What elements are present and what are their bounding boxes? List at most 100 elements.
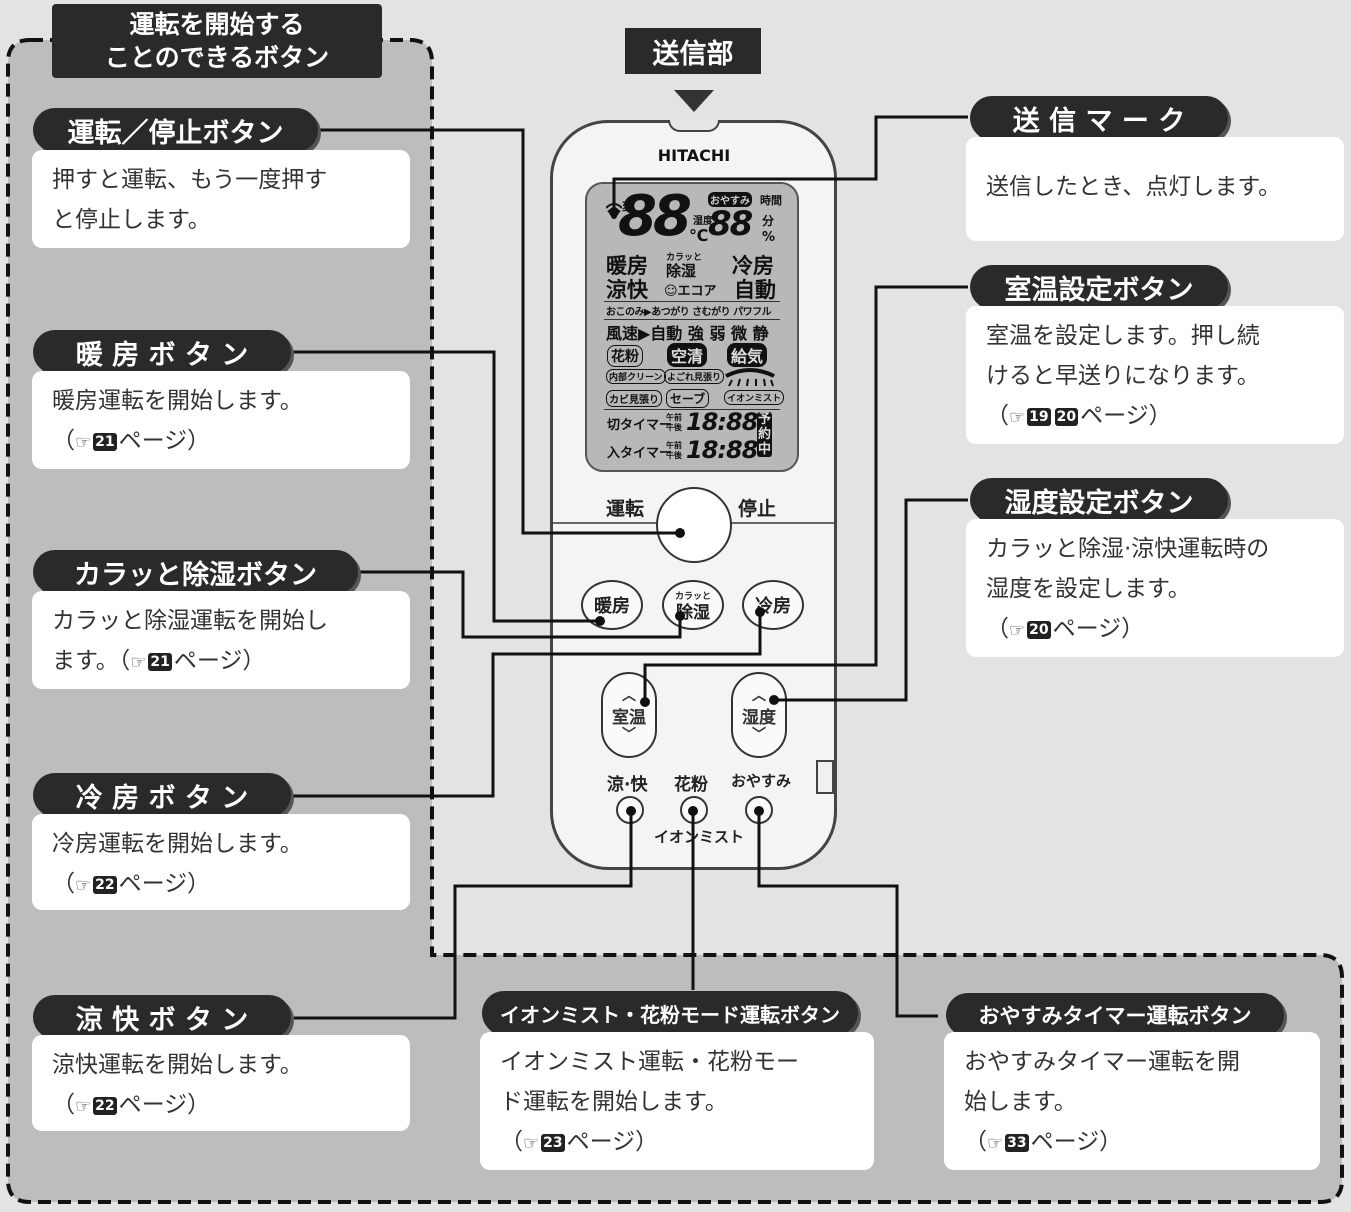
pointing-hand-icon: ☞ — [75, 432, 92, 453]
lcd-clock-1: 18:88 — [686, 408, 758, 436]
lcd-kiri-timer: 切タイマー — [607, 418, 673, 433]
run-stop-button[interactable] — [656, 487, 732, 563]
callout-desc-soushin: 送信したとき、点灯します。 — [966, 137, 1344, 241]
lcd-kyuuki: 給気 — [727, 343, 768, 367]
callout-title-ion-kafun: イオンミスト・花粉モード運転ボタン — [482, 991, 858, 1035]
lcd-temp-digits: 88 — [618, 184, 692, 249]
remote-label-unten: 運転 — [606, 498, 645, 520]
lcd-kafun: 花粉 — [607, 345, 643, 367]
lcd-shitsudo: 湿度 — [693, 216, 713, 227]
pointing-hand-icon: ☞ — [523, 1133, 540, 1154]
page-ref-badge: 21 — [148, 652, 172, 671]
lcd-yoyaku: 予約中 — [757, 412, 772, 457]
remote-label-teishi: 停止 — [738, 498, 777, 520]
chevron-up-icon: ︿ — [752, 687, 766, 704]
lcd-divider-3 — [604, 409, 780, 410]
page-ref-badge: 21 — [93, 432, 117, 451]
pointing-hand-icon: ☞ — [75, 875, 92, 896]
lcd-iri-timer: 入タイマー — [607, 446, 673, 461]
lcd-fun: 分 — [762, 214, 775, 228]
lcd-yogore: よごれ見張り — [664, 369, 725, 384]
lcd-display — [585, 182, 799, 472]
lcd-jikan: 時間 — [760, 194, 782, 207]
lcd-gogo-1: 午後 — [666, 423, 682, 432]
lcd-jidou: 自動 — [734, 278, 776, 302]
callout-title-reibou: 冷 房 ボ タ ン — [33, 773, 291, 817]
callout-title-shitsuon: 室温設定ボタン — [970, 265, 1228, 309]
lcd-henkou: 変 — [622, 200, 633, 213]
page-ref-badge: 22 — [93, 1096, 117, 1115]
start-group-title-line1: 運転を開始する — [129, 10, 305, 39]
lcd-save: セーブ — [666, 389, 710, 408]
callout-title-shitsudo: 湿度設定ボタン — [970, 478, 1228, 522]
lcd-danbou: 暖房 — [606, 254, 648, 278]
pointing-hand-icon: ☞ — [130, 652, 147, 673]
lcd-clock-2: 18:88 — [686, 436, 758, 464]
lcd-okonomi: おこのみ▶あつがり さむがり パワフル — [606, 307, 772, 318]
lcd-kabi: カビ見張り — [606, 390, 662, 407]
chevron-up-icon: ︿ — [622, 687, 636, 704]
pointing-hand-icon: ☞ — [1009, 620, 1026, 641]
callout-title-ryoukai: 涼 快 ボ タ ン — [33, 995, 291, 1039]
page-ref-badge: 23 — [541, 1133, 565, 1152]
page-ref-badge: 33 — [1005, 1133, 1029, 1152]
callout-title-karatto: カラッと除湿ボタン — [33, 550, 358, 594]
page-ref-badge: 19 — [1027, 407, 1051, 426]
lcd-temp-unit: ℃ — [689, 226, 709, 245]
lcd-oyasumi: おやすみ — [708, 192, 752, 207]
remote-label-ryoukai: 涼·快 — [607, 775, 648, 795]
room-temp-rocker[interactable]: ︿ 室温 ﹀ — [601, 672, 657, 758]
lcd-joshitsu: 除湿 — [666, 262, 697, 280]
lcd-divider-1 — [604, 301, 780, 302]
remote-label-oyasumi: おやすみ — [731, 772, 792, 790]
lcd-gozen-2: 午前 — [666, 441, 682, 450]
callout-title-danbou: 暖 房 ボ タ ン — [33, 330, 291, 374]
lcd-divider-2 — [604, 319, 780, 320]
pointing-hand-icon: ☞ — [75, 1096, 92, 1117]
lcd-gozen-1: 午前 — [666, 413, 682, 422]
remote-danbou-button[interactable]: 暖房 — [581, 580, 643, 630]
lcd-reibou: 冷房 — [732, 254, 774, 278]
page-ref-badge: 22 — [93, 875, 117, 894]
lcd-humidity-digits: 88 — [708, 204, 753, 244]
callout-title-unten-teishi: 運転／停止ボタン — [33, 108, 318, 152]
lcd-fusoku: 風速▶自動 強 弱 微 静 — [606, 324, 769, 343]
lcd-ecofea: ☺エコア — [664, 284, 717, 299]
start-group-title: 運転を開始する ことのできるボタン — [52, 4, 382, 78]
chevron-down-icon: ﹀ — [622, 726, 636, 743]
humidity-rocker[interactable]: ︿ 湿度 ﹀ — [731, 672, 787, 758]
remote-side-tab — [816, 760, 834, 794]
callout-title-oyasumi: おやすみタイマー運転ボタン — [946, 993, 1284, 1037]
lcd-ryoukai: 涼快 — [606, 278, 648, 302]
transmitter-label: 送信部 — [625, 28, 761, 74]
callout-title-soushin: 送 信 マ ー ク — [970, 96, 1228, 140]
lcd-percent: % — [762, 230, 776, 245]
lcd-ion: イオンミスト — [724, 390, 785, 405]
lcd-karatto: カラッと — [666, 253, 703, 263]
start-group-title-line2: ことのできるボタン — [104, 43, 330, 72]
lcd-kuusei: 空清 — [667, 343, 708, 367]
pointing-hand-icon: ☞ — [1009, 407, 1026, 428]
remote-karatto-button[interactable]: カラッと 除湿 — [662, 580, 724, 630]
page-ref-badge: 20 — [1054, 407, 1079, 426]
chevron-down-icon: ﹀ — [752, 726, 766, 743]
down-arrow-icon — [674, 90, 714, 112]
lcd-airflow-icon — [725, 368, 775, 387]
callout-desc-unten-teishi: 押すと運転、もう一度押す と停止します。 — [32, 150, 410, 248]
page-ref-badge: 20 — [1027, 620, 1051, 639]
lcd-naibu: 内部クリーン — [606, 369, 666, 384]
brand-logo: HITACHI — [657, 146, 731, 165]
lcd-gogo-2: 午後 — [666, 451, 682, 460]
remote-label-kafun: 花粉 — [674, 775, 708, 795]
remote-label-ion: イオンミスト — [654, 828, 745, 846]
